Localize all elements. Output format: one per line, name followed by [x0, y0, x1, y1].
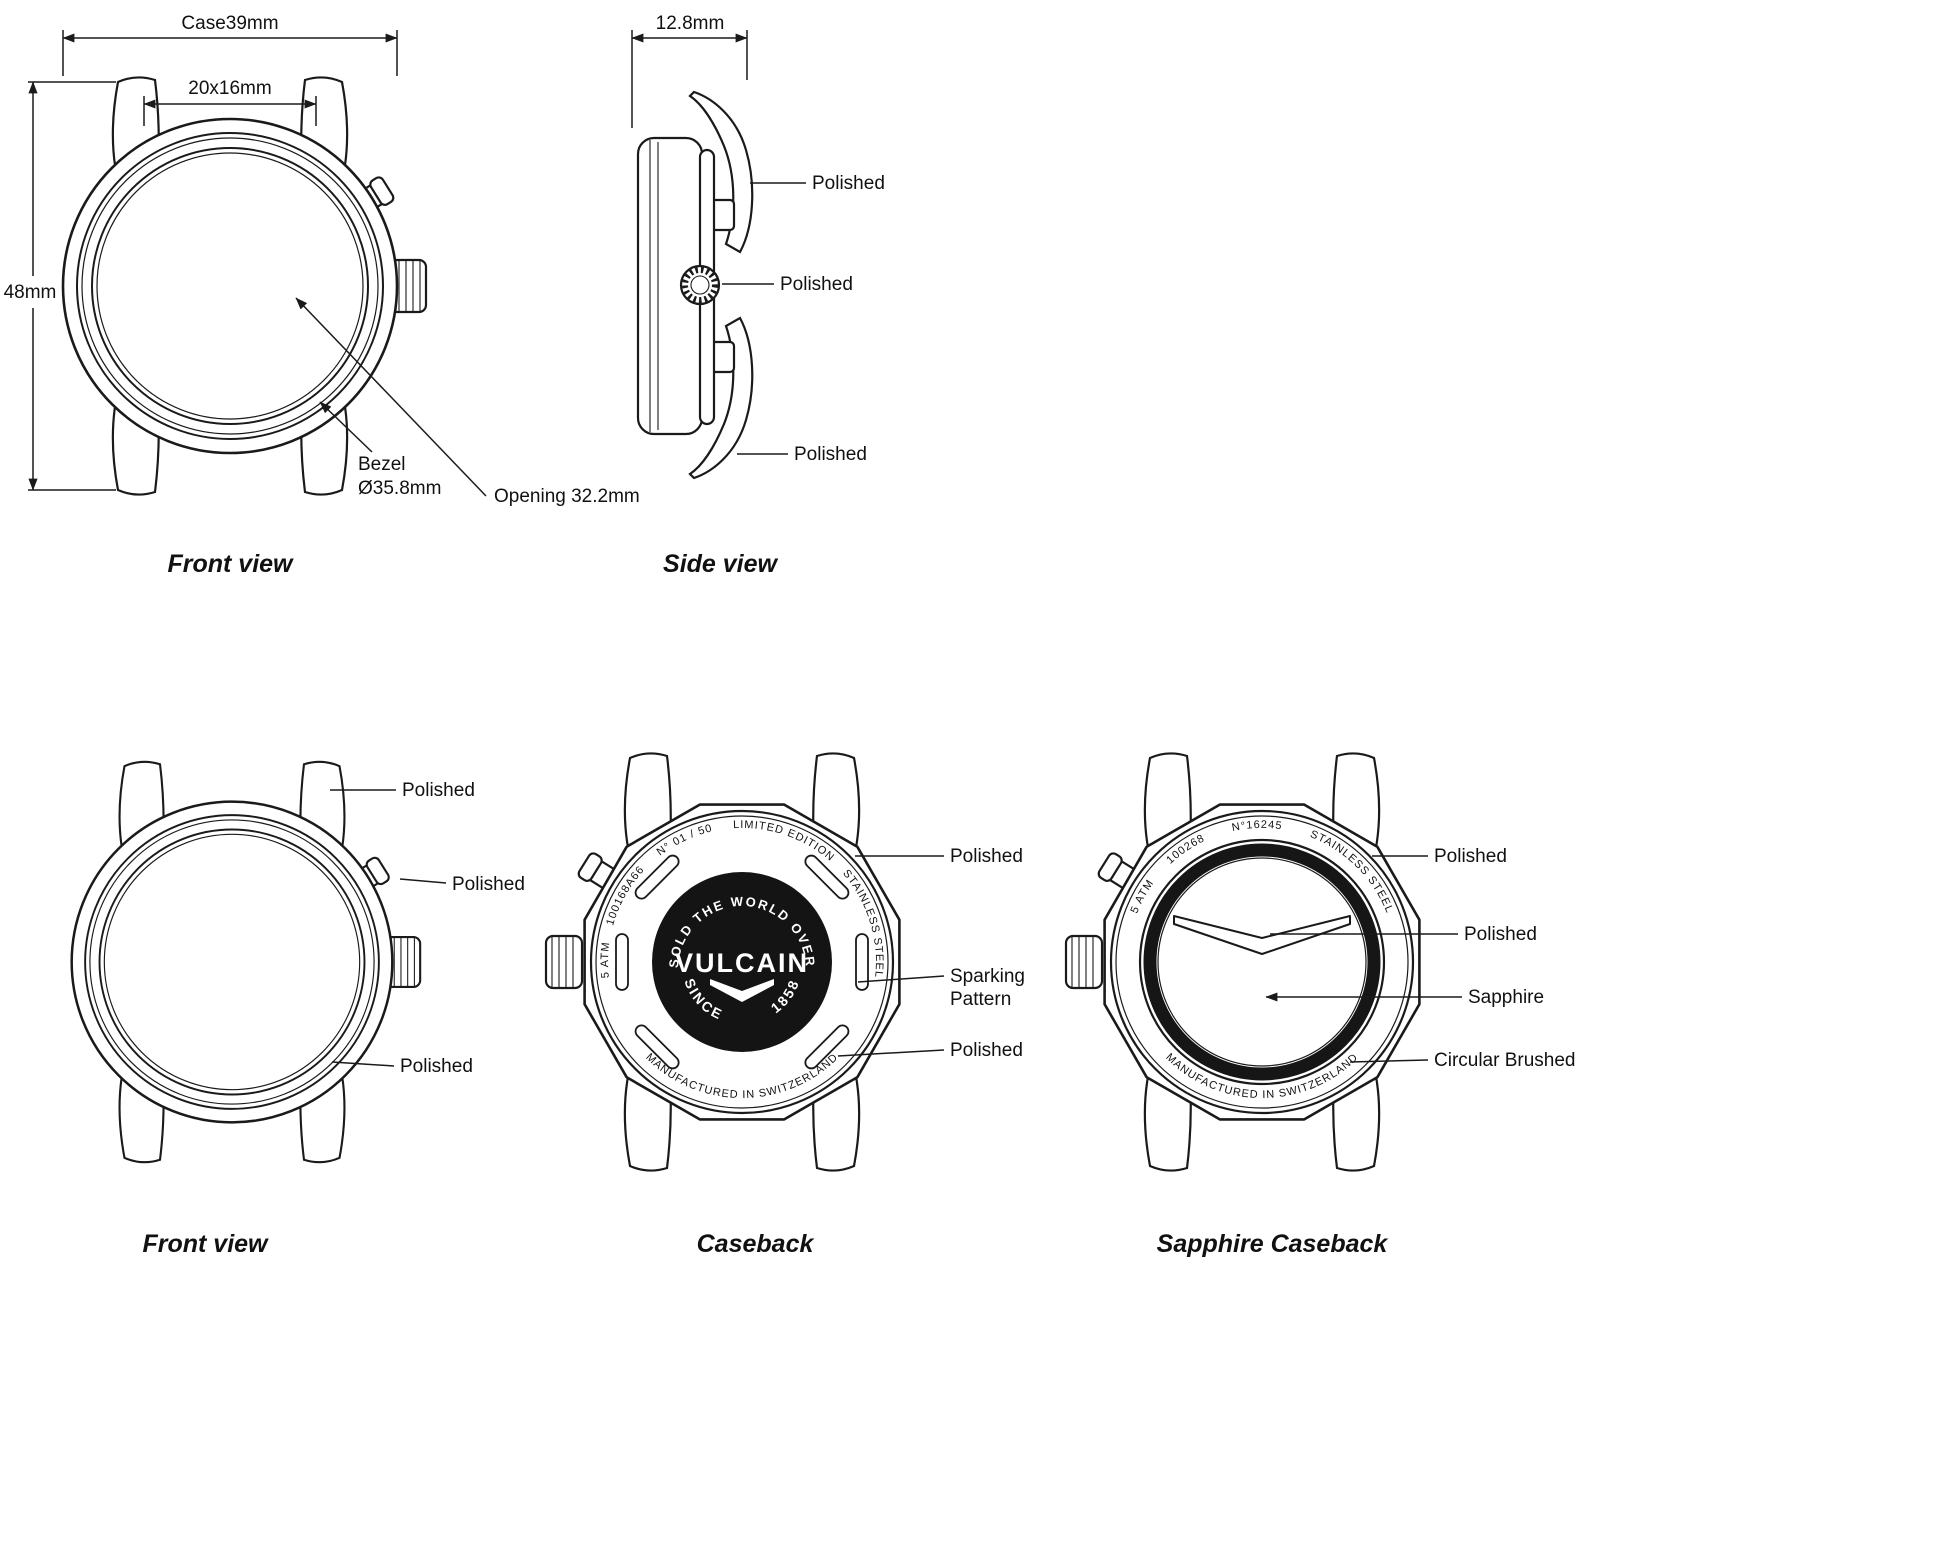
sapphire-crystal-edge	[1157, 857, 1367, 1067]
side-lug-top	[688, 90, 754, 254]
sapphire-annotations: Polished Polished Sapphire Circular Brus…	[1265, 846, 1576, 1071]
side-case-layer-lines	[649, 140, 659, 432]
side-crown-center	[690, 275, 710, 295]
sapphire-caseback-drawing: 5 ATM 100268 N°16245 STAINLESS STEEL MAN…	[1066, 753, 1419, 1170]
side-view-annotations: 12.8mm Polished Polished Polished	[631, 13, 885, 465]
medallion-brand-text: VULCAIN	[675, 948, 809, 978]
caseback-medallion: SOLD THE WORLD OVER VULCAIN SINCE 1858	[652, 872, 832, 1052]
sapphire-caseback-caption: Sapphire Caseback	[1157, 1230, 1389, 1258]
sapphire-gasket-outer	[1138, 838, 1386, 1086]
side-view: 12.8mm Polished Polished Polished Side v…	[631, 13, 885, 578]
caseback-pattern-label-line1: Sparking	[950, 966, 1025, 987]
caseback-polished-bottom-label: Polished	[950, 1040, 1023, 1061]
case-width-dim-label: Case39mm	[181, 13, 278, 34]
sapphire-caseback-view: 5 ATM 100268 N°16245 STAINLESS STEEL MAN…	[1066, 753, 1576, 1258]
bezel-label-line1: Bezel	[358, 454, 406, 475]
side-polished-top-label: Polished	[812, 173, 885, 194]
front-view-top-watch	[63, 77, 426, 494]
front-polished-lug-label: Polished	[402, 780, 475, 801]
bezel-leader-line	[319, 401, 373, 453]
front-polished-bezel-leader	[331, 1061, 395, 1067]
caseback-pattern-leader	[857, 975, 945, 983]
caseback-drawing: 5 ATM 100168A66 N° 01 / 50 LIMITED EDITI…	[546, 753, 899, 1170]
caseback-caption: Caseback	[697, 1230, 815, 1258]
front-view-bottom-caption: Front view	[142, 1230, 269, 1258]
vulcain-v-mark-icon	[710, 979, 774, 1002]
case-width-extension-lines	[62, 30, 398, 76]
front-view-top-caption: Front view	[167, 550, 294, 578]
thickness-dim-label: 12.8mm	[656, 13, 725, 34]
bezel-label-line2: Ø35.8mm	[358, 478, 441, 499]
sapphire-brushed-leader	[1349, 1059, 1429, 1063]
sapphire-polished-rim-label: Polished	[1434, 846, 1507, 867]
caseback-view: 5 ATM 100168A66 N° 01 / 50 LIMITED EDITI…	[546, 753, 1025, 1258]
sapphire-gasket-ring	[1143, 843, 1381, 1081]
caseback-slot	[615, 933, 629, 991]
window-dim-label: 20x16mm	[188, 78, 271, 99]
vulcain-wings-mark-icon	[1173, 915, 1351, 955]
front-polished-pusher-leader	[399, 878, 447, 884]
side-crown-knurl	[682, 267, 718, 303]
medallion-disc	[652, 872, 832, 1052]
caseback-pattern-label-line2: Pattern	[950, 989, 1011, 1010]
front-view-top: Case39mm 20x16mm 48mm Bezel Ø35.8mm Open…	[4, 13, 640, 578]
side-view-caption: Side view	[663, 550, 778, 578]
caseback-annotations: Polished Sparking Pattern Polished	[837, 846, 1025, 1061]
front-polished-pusher-label: Polished	[452, 874, 525, 895]
watch-front-case	[63, 77, 426, 494]
front-view-top-dimensions: Case39mm 20x16mm 48mm Bezel Ø35.8mm Open…	[4, 13, 640, 507]
opening-label: Opening 32.2mm	[494, 486, 640, 507]
side-polished-crown-label: Polished	[780, 274, 853, 295]
lug-dim-label: 48mm	[4, 282, 57, 303]
opening-leader-line	[295, 297, 487, 497]
thickness-extension-lines	[631, 30, 748, 128]
front-view-bottom-annotations: Polished Polished Polished	[330, 780, 525, 1077]
sapphire-crystal-label: Sapphire	[1468, 987, 1544, 1008]
front-view-bottom: Polished Polished Polished Front view	[72, 762, 525, 1258]
caseback-polished-top-label: Polished	[950, 846, 1023, 867]
side-polished-bottom-label: Polished	[794, 444, 867, 465]
sapphire-brushed-label: Circular Brushed	[1434, 1050, 1576, 1071]
sapphire-polished-logo-label: Polished	[1464, 924, 1537, 945]
watch-front-case-bottom	[72, 762, 420, 1162]
lug-extension-lines	[28, 81, 116, 491]
side-view-watch	[636, 90, 754, 480]
front-polished-bezel-label: Polished	[400, 1056, 473, 1077]
caseback-polished-bottom-leader	[837, 1049, 945, 1057]
